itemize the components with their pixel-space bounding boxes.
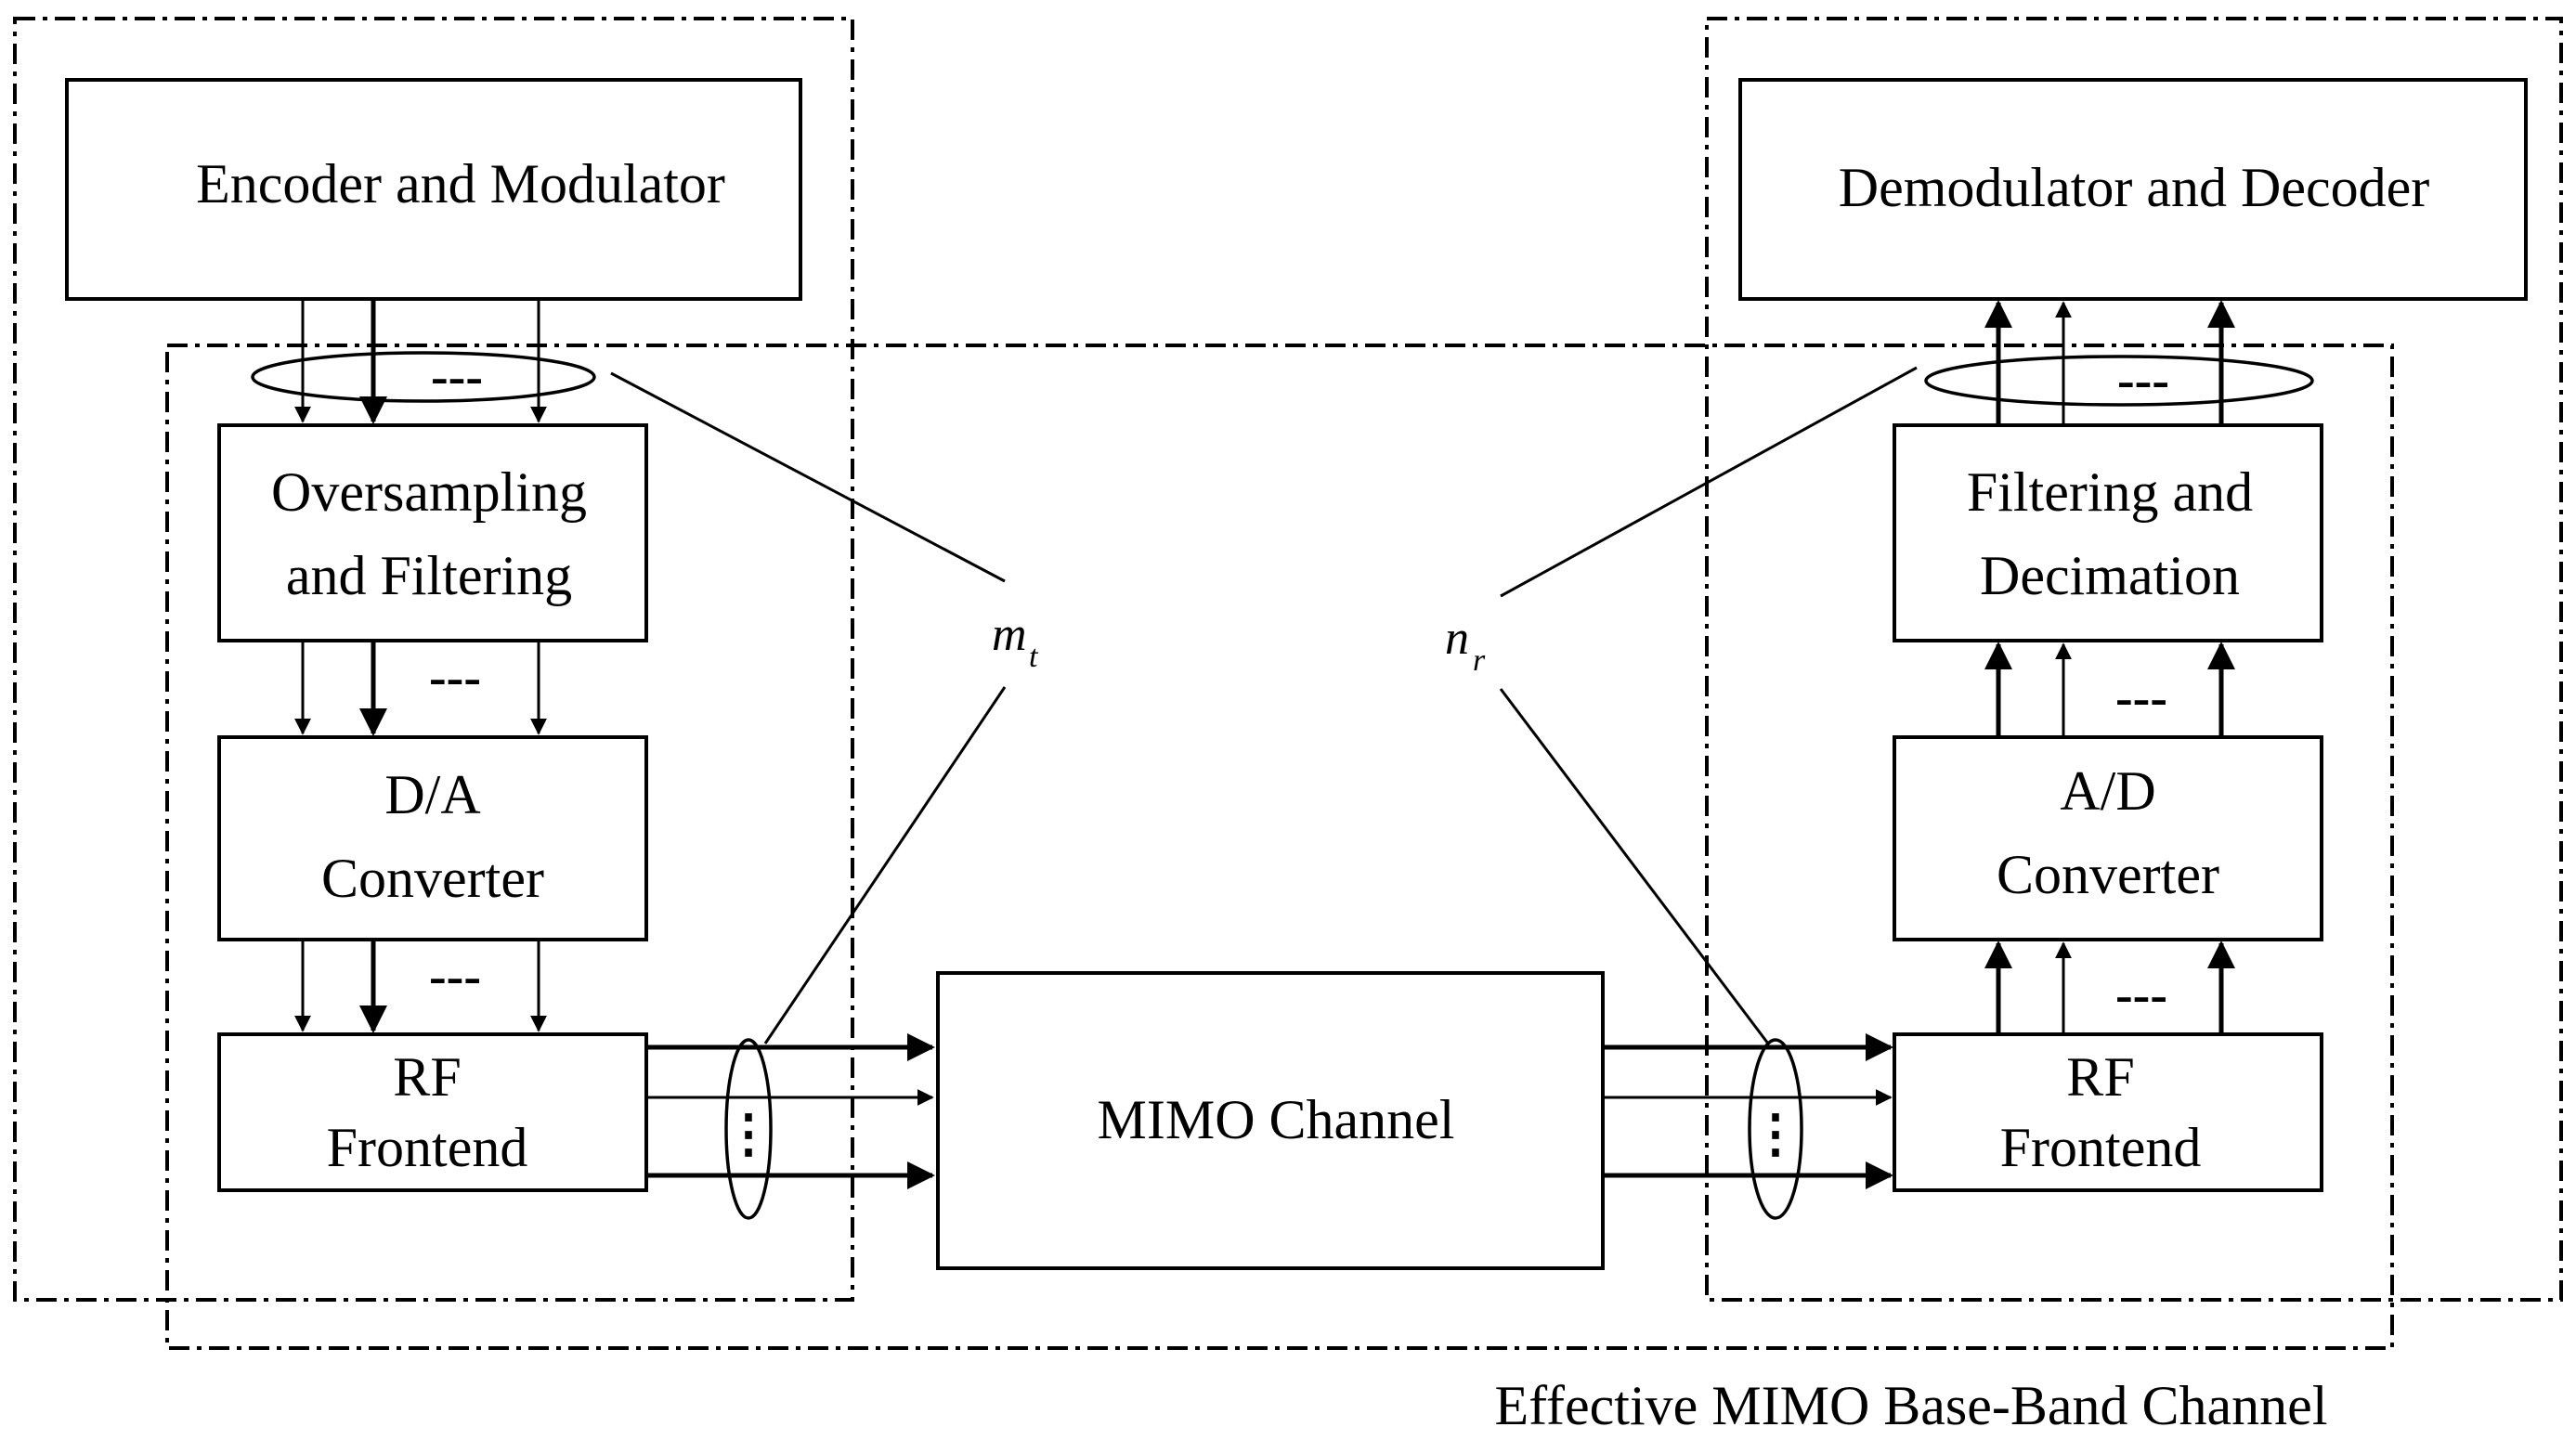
rf-frontend-tx-label-line1: RF [393,1046,461,1108]
mt-subscript: t [1029,640,1039,674]
rx-arrows-rf-to-ad [1984,941,2235,1034]
mt-callout-lines [610,371,1007,1044]
mt-symbol: m [992,608,1027,661]
rf-frontend-rx-label-line2: Frontend [2000,1117,2202,1178]
tx-ellipsis-1: --- [431,348,483,406]
rf-frontend-tx-label-line2: Frontend [327,1117,528,1178]
filtering-decimation-label-line2: Decimation [1980,545,2240,606]
tx-arrows-encoder-to-oversampling [294,299,547,424]
da-converter-label-line2: Converter [321,848,544,909]
receiver-enclosure [1705,17,2563,1302]
rx-vertical-ellipsis: ⋮ [1750,1106,1802,1163]
demodulator-decoder-label: Demodulator and Decoder [1839,157,2429,218]
filtering-decimation-block [1893,423,2323,642]
demodulator-decoder-block [1738,78,2528,301]
tx-vertical-ellipsis: ⋮ [722,1106,774,1163]
tx-arrows-oversampling-to-da [294,641,547,736]
filtering-decimation-label-line1: Filtering and [1967,461,2253,523]
rf-frontend-rx-block [1893,1032,2323,1192]
rx-arrows-ad-to-filtering [1984,642,2235,737]
rx-ellipsis-3: --- [2117,352,2169,409]
tx-antenna-bundle-ellipse [724,1038,773,1220]
encoder-modulator-label: Encoder and Modulator [196,153,725,214]
oversampling-filtering-block [217,423,648,642]
ad-converter-label-line1: A/D [2060,760,2155,822]
nr-subscript: r [1473,643,1486,678]
tx-rf-to-channel-arrows [646,1033,935,1189]
transmitter-enclosure [13,17,854,1302]
rx-antenna-bundle-ellipse [1748,1038,1803,1220]
tx-ellipsis-2: --- [429,649,481,707]
da-converter-block [217,735,648,941]
effective-baseband-enclosure [165,344,2394,1350]
nr-callout-lines [1499,366,1918,1044]
mimo-channel-block [936,971,1605,1270]
tx-arrows-da-to-rf [294,940,547,1033]
oversampling-label-line1: Oversampling [271,461,587,523]
channel-to-rx-rf-arrows [1603,1033,1893,1189]
oversampling-label-line2: and Filtering [286,545,572,606]
ad-converter-block [1893,735,2323,941]
rx-arrows-filtering-to-decoder [1984,300,2235,425]
tx-ellipsis-3: --- [429,948,481,1005]
rx-ellipsis-2: --- [2115,669,2167,727]
encoder-modulator-block [65,78,802,301]
rx-output-bundle-ellipse [1924,355,2314,407]
mimo-channel-label: MIMO Channel [1098,1089,1455,1150]
tx-input-bundle-ellipse [251,351,596,403]
rf-frontend-rx-label-line1: RF [2066,1046,2134,1108]
rx-ellipsis-1: --- [2115,966,2167,1024]
nr-symbol: n [1445,612,1469,665]
ad-converter-label-line2: Converter [1997,844,2219,905]
rf-frontend-tx-block [217,1032,648,1192]
effective-channel-caption: Effective MIMO Base-Band Channel [1495,1375,2328,1436]
da-converter-label-line1: D/A [384,764,480,825]
